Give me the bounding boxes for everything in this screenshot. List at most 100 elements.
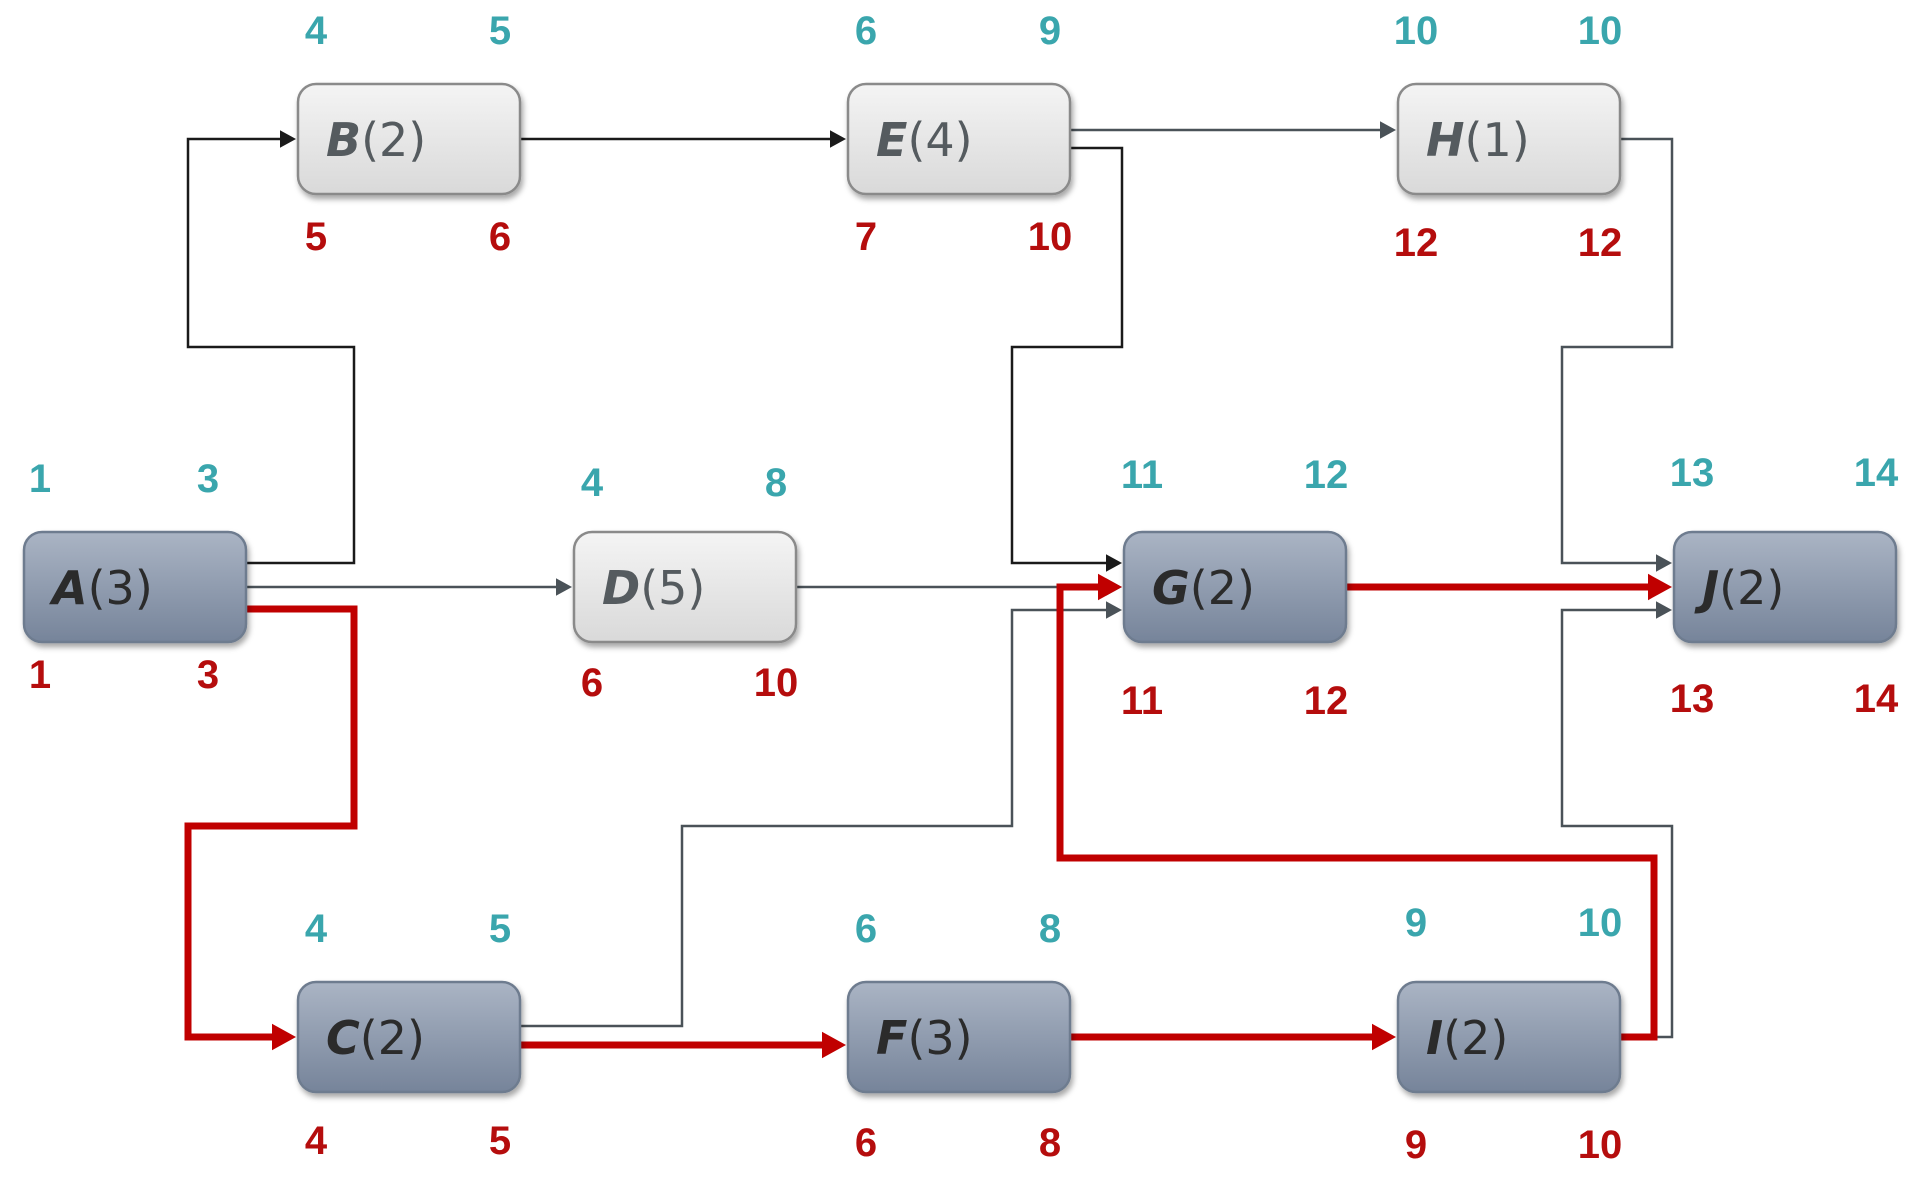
node-label: C(2) [326, 1011, 425, 1065]
late-finish: 5 [489, 1119, 511, 1163]
edge-e-to-h [1070, 121, 1396, 139]
activity-name: D [602, 561, 640, 615]
node-box [846, 980, 1072, 1094]
node-box [1122, 530, 1348, 644]
activity-duration: (2) [360, 1011, 425, 1065]
arrow-head-icon [1656, 601, 1672, 619]
early-start: 4 [305, 907, 328, 951]
node-label: D(5) [602, 561, 705, 615]
activity-duration: (2) [1190, 561, 1255, 615]
edge-line [1056, 583, 1658, 1041]
node-box [572, 530, 798, 644]
arrow-head-icon [1372, 1023, 1396, 1051]
early-finish: 9 [1039, 9, 1061, 53]
node-box [1396, 82, 1622, 196]
edge-c-to-f [520, 1031, 846, 1059]
early-finish: 8 [1039, 907, 1061, 951]
arrow-head-icon [556, 578, 572, 596]
activity-duration: (5) [640, 561, 705, 615]
node-label: A(3) [49, 561, 153, 615]
late-finish: 12 [1304, 679, 1349, 723]
early-finish: 12 [1304, 453, 1349, 497]
edge-line [186, 137, 356, 565]
late-finish: 12 [1578, 221, 1623, 265]
activity-duration: (1) [1465, 113, 1530, 167]
late-start: 4 [305, 1119, 328, 1163]
late-finish: 10 [754, 661, 799, 705]
late-finish: 10 [1578, 1123, 1623, 1167]
edge-h-to-j [1560, 137, 1674, 572]
edge-g-to-j [1346, 573, 1672, 601]
activity-name: I [1426, 1011, 1443, 1065]
activity-duration: (2) [361, 113, 426, 167]
edge-b-to-e [520, 130, 846, 148]
edge-line [1010, 146, 1124, 565]
activity-duration: (2) [1719, 561, 1784, 615]
activity-name: B [326, 113, 361, 167]
late-start: 5 [305, 215, 327, 259]
edge-line [1560, 608, 1674, 1039]
node-label: F(3) [876, 1011, 973, 1065]
early-finish: 5 [489, 9, 511, 53]
late-start: 11 [1121, 679, 1163, 723]
late-finish: 8 [1039, 1121, 1061, 1165]
early-start: 6 [855, 907, 877, 951]
edge-a-to-c [184, 605, 358, 1051]
early-finish: 14 [1854, 451, 1899, 495]
activity-duration: (3) [907, 1011, 972, 1065]
arrow-head-icon [1098, 573, 1122, 601]
node-e: E(4) 6 9 7 10 [846, 9, 1073, 259]
early-finish: 10 [1578, 901, 1623, 945]
early-finish: 10 [1578, 9, 1623, 53]
edge-a-to-b [186, 130, 356, 565]
activity-duration: (2) [1443, 1011, 1508, 1065]
late-start: 6 [855, 1121, 877, 1165]
arrow-head-icon [1380, 121, 1396, 139]
late-finish: 10 [1028, 215, 1073, 259]
early-start: 13 [1670, 451, 1715, 495]
early-start: 4 [305, 9, 328, 53]
activity-name: E [876, 113, 907, 167]
early-start: 10 [1394, 9, 1439, 53]
node-box [296, 980, 522, 1094]
late-finish: 6 [489, 215, 511, 259]
edges-layer [184, 121, 1674, 1059]
node-label: G(2) [1152, 561, 1255, 615]
late-start: 7 [855, 215, 877, 259]
node-box [296, 82, 522, 196]
late-start: 13 [1670, 677, 1715, 721]
activity-duration: (4) [907, 113, 972, 167]
early-start: 1 [29, 457, 51, 501]
early-start: 9 [1405, 901, 1427, 945]
edge-line [1560, 137, 1674, 565]
arrow-head-icon [272, 1023, 296, 1051]
node-box [1672, 530, 1898, 644]
edge-line [184, 605, 358, 1041]
edge-line [520, 608, 1108, 1028]
activity-name: A [49, 561, 88, 615]
node-label: B(2) [326, 113, 426, 167]
arrow-head-icon [1106, 601, 1122, 619]
arrow-head-icon [822, 1031, 846, 1059]
node-b: B(2) 4 5 5 6 [296, 9, 522, 259]
arrow-head-icon [1106, 554, 1122, 572]
node-label: J(2) [1694, 561, 1784, 615]
edge-a-to-d [244, 578, 572, 596]
node-f: F(3) 6 8 6 8 [846, 907, 1072, 1165]
activity-name: G [1152, 561, 1190, 615]
late-start: 6 [581, 661, 603, 705]
activity-name: H [1426, 113, 1465, 167]
early-start: 6 [855, 9, 877, 53]
early-start: 4 [581, 461, 604, 505]
arrow-head-icon [1648, 573, 1672, 601]
arrow-head-icon [830, 130, 846, 148]
arrow-head-icon [280, 130, 296, 148]
edge-i-to-j [1560, 601, 1674, 1039]
